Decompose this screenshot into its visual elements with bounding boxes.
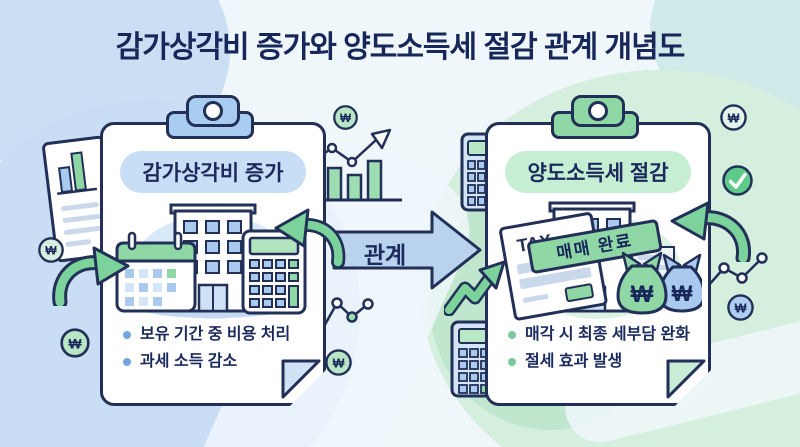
capital-gains-panel: 양도소득세 절감 TAX <box>485 122 711 406</box>
won-coin-icon: ₩ <box>720 104 747 131</box>
zigzag-up-arrow-icon <box>444 260 506 316</box>
svg-text:₩: ₩ <box>340 112 352 125</box>
calculator-icon <box>243 231 305 313</box>
relation-label: 관계 <box>363 242 407 268</box>
capital-gains-illustration: TAX 매매 완료 ₩ ₩ <box>494 195 702 321</box>
depreciation-panel-header: 감가상각비 증가 <box>120 151 306 193</box>
calendar-icon <box>117 233 195 311</box>
curved-arrow-icon <box>274 208 346 268</box>
folded-corner <box>666 359 706 399</box>
bullet-text: 매각 시 최종 세부담 완화 <box>525 326 690 343</box>
growth-chart-icon <box>311 128 402 202</box>
document-chart-icon <box>42 135 118 263</box>
svg-text:₩: ₩ <box>728 111 740 125</box>
bullet-dot <box>508 331 516 339</box>
sale-complete-badge: 매매 완료 <box>528 220 661 272</box>
svg-text:₩: ₩ <box>45 244 57 258</box>
svg-text:₩: ₩ <box>672 281 693 306</box>
capital-gains-bullet-list: 매각 시 최종 세부담 완화 절세 효과 발생 <box>508 321 690 375</box>
depreciation-panel-title: 감가상각비 증가 <box>142 162 284 185</box>
curved-arrow-icon <box>52 246 130 306</box>
bullet-text: 보유 기간 중 비용 처리 <box>140 326 291 343</box>
check-circle-icon <box>722 165 753 196</box>
bullet-item: 과세 소득 감소 <box>123 348 290 375</box>
won-coin-icon: ₩ <box>333 105 358 130</box>
svg-text:₩: ₩ <box>631 281 654 308</box>
bullet-item: 보유 기간 중 비용 처리 <box>123 321 290 348</box>
bullet-item: 매각 시 최종 세부담 완화 <box>508 321 690 348</box>
clipboard-clip <box>166 95 254 139</box>
clipboard-clip <box>551 95 639 139</box>
won-coin-icon: ₩ <box>325 349 352 376</box>
won-coin-icon: ₩ <box>727 294 754 321</box>
capital-gains-panel-header: 양도소득세 절감 <box>505 151 691 193</box>
capital-gains-panel-title: 양도소득세 절감 <box>527 162 669 185</box>
svg-text:₩: ₩ <box>333 356 345 370</box>
bullet-text: 절세 효과 발생 <box>525 353 623 370</box>
bullet-item: 절세 효과 발생 <box>508 348 690 375</box>
curved-arrow-icon <box>670 201 751 262</box>
bullet-dot <box>123 331 131 339</box>
line-chart-icon <box>320 297 374 331</box>
line-chart-icon <box>707 252 768 287</box>
depreciation-bullet-list: 보유 기간 중 비용 처리 과세 소득 감소 <box>123 321 290 375</box>
won-coin-icon: ₩ <box>60 328 90 358</box>
bullet-dot <box>508 358 516 366</box>
svg-text:₩: ₩ <box>735 301 747 315</box>
page-title: 감가상각비 증가와 양도소득세 절감 관계 개념도 <box>115 31 686 64</box>
bullet-text: 과세 소득 감소 <box>140 353 238 370</box>
won-coin-icon: ₩ <box>38 237 64 263</box>
svg-text:₩: ₩ <box>68 335 82 351</box>
depreciation-illustration <box>109 195 317 321</box>
money-bag-icon: ₩ <box>618 253 666 313</box>
folded-corner <box>281 359 321 399</box>
bullet-dot <box>123 358 131 366</box>
relation-arrow <box>332 210 482 290</box>
